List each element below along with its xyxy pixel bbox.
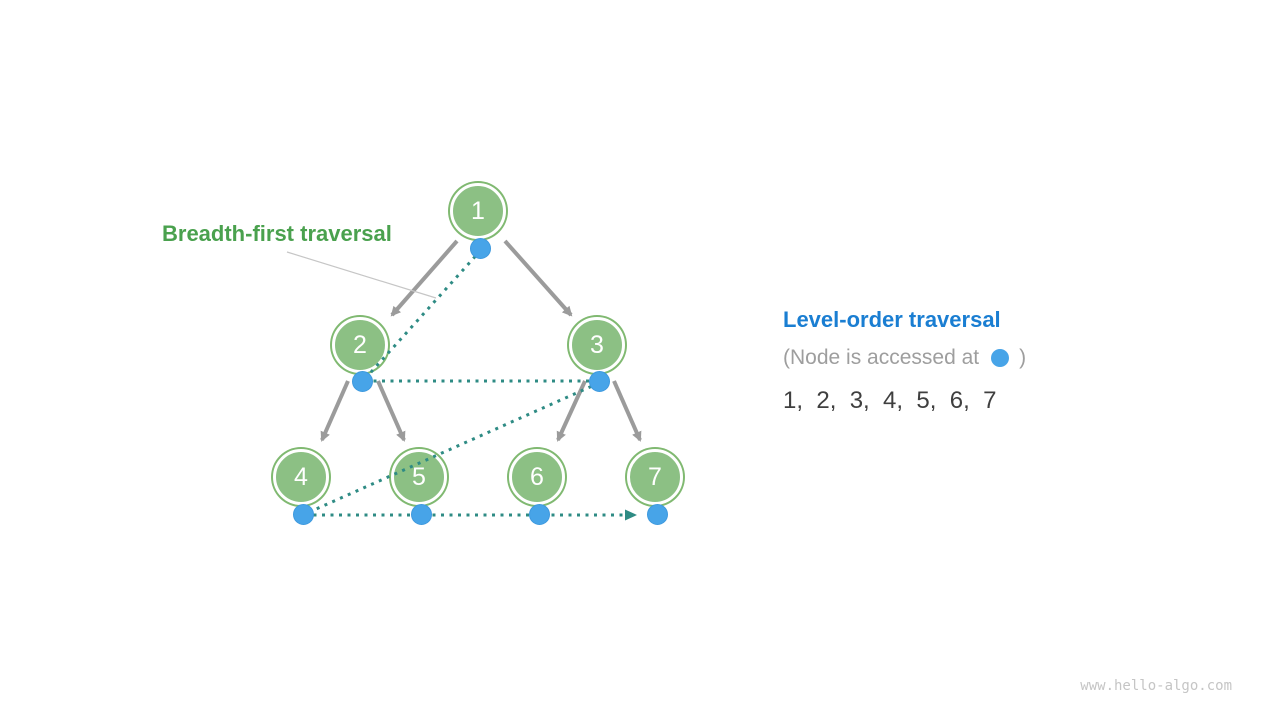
tree-node-5: 5 — [391, 449, 447, 505]
legend-note-prefix: (Node is accessed at — [783, 346, 980, 369]
legend-note-suffix: ) — [1019, 346, 1027, 369]
access-dot-node-2 — [352, 371, 373, 392]
access-dot-icon — [991, 349, 1010, 367]
watermark-url: www.hello-algo.com — [1080, 678, 1232, 694]
edge-3-6 — [556, 380, 587, 442]
access-dot-node-5 — [411, 504, 432, 525]
breadth-first-traversal-label: Breadth-first traversal — [162, 221, 392, 246]
node-label: 5 — [412, 462, 426, 491]
tree-node-2: 2 — [332, 317, 388, 373]
access-dot-node-7 — [647, 504, 668, 525]
legend-title: Level-order traversal — [783, 307, 1001, 332]
traversal-segment-1-2 — [361, 248, 483, 383]
node-label: 4 — [294, 462, 308, 491]
edge-3-7 — [612, 380, 642, 442]
legend-panel: Level-order traversal (Node is accessed … — [783, 307, 1026, 415]
tree-node-4: 4 — [273, 449, 329, 505]
label-leader-line — [286, 251, 437, 299]
tree-node-6: 6 — [509, 449, 565, 505]
node-label: 1 — [471, 196, 485, 225]
edge-1-3 — [503, 239, 573, 317]
tree-node-7: 7 — [627, 449, 683, 505]
edge-2-4 — [320, 380, 350, 442]
node-label: 7 — [648, 462, 662, 491]
access-dot-node-3 — [589, 371, 610, 392]
node-label: 3 — [590, 330, 604, 359]
access-dot-node-4 — [293, 504, 314, 525]
edge-2-5 — [376, 380, 406, 442]
access-dot-node-1 — [470, 238, 491, 259]
tree-node-1: 1 — [450, 183, 506, 239]
traversal-segment-3-4 — [304, 381, 600, 516]
legend-note: (Node is accessed at ) — [783, 346, 1026, 370]
access-dot-node-6 — [529, 504, 550, 525]
traversal-sequence: 1, 2, 3, 4, 5, 6, 7 — [783, 387, 997, 414]
edge-1-2 — [390, 239, 459, 317]
node-label: 2 — [353, 330, 367, 359]
node-label: 6 — [530, 462, 544, 491]
